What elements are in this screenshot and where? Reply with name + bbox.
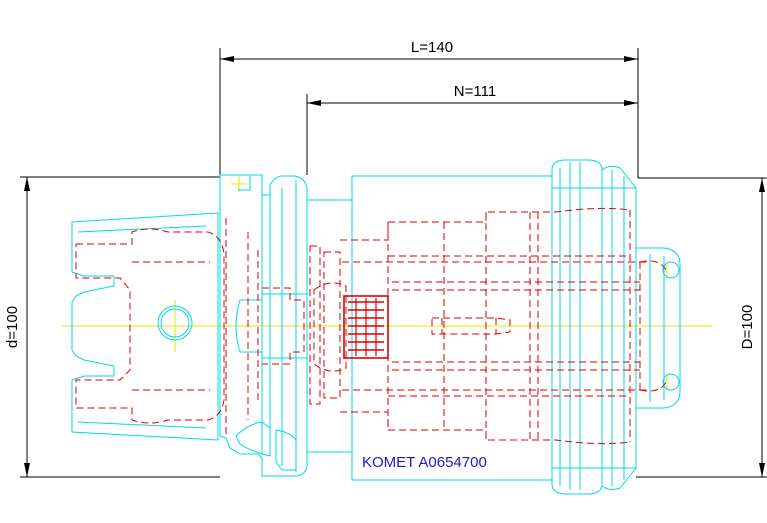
spring-stack <box>343 295 389 359</box>
part-label: KOMET A0654700 <box>362 454 487 471</box>
dimension-lines <box>20 48 767 478</box>
length-l-label: L=140 <box>411 39 453 56</box>
diameter-D-label: D=100 <box>739 305 756 350</box>
hidden-geometry <box>75 207 667 445</box>
diameter-d-label: d=100 <box>4 306 21 348</box>
length-n-label: N=111 <box>454 83 496 100</box>
outline-geometry <box>71 159 681 495</box>
